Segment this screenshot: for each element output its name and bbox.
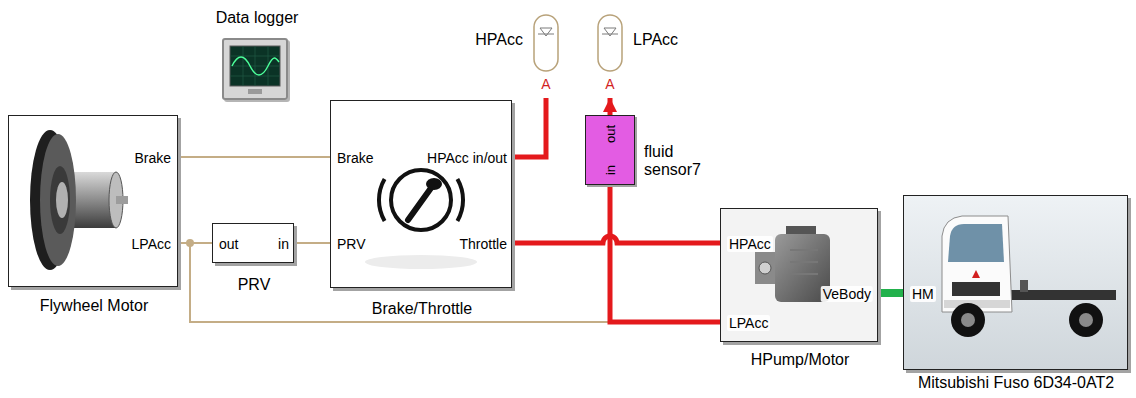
truck-windshield: [948, 224, 1004, 262]
port-label: A: [605, 76, 614, 92]
icon-shadow: [365, 255, 477, 269]
physical-connector: [878, 289, 903, 297]
hydraulic-line: [512, 236, 720, 243]
flywheel-block: BrakeLPAccFlywheel Motor: [8, 115, 178, 287]
truck-hub: [1079, 313, 1093, 327]
truck-grill: [952, 282, 1000, 296]
hydraulic-line: [512, 98, 546, 157]
truck-chassis: [1000, 290, 1116, 300]
pump-shaft: [759, 262, 771, 274]
port-label: HPAcc in/out: [427, 150, 507, 166]
truck-cab: [942, 216, 1012, 312]
flywheel-web: [50, 166, 70, 234]
port-label: out: [219, 236, 238, 252]
truck-wheel: [951, 303, 985, 337]
motor-shaft: [116, 196, 128, 204]
mechanical-line: [178, 243, 720, 322]
brake-lever: [408, 188, 431, 220]
accumulator-outline: [534, 15, 558, 71]
port-label: LPAcc: [727, 315, 770, 331]
port-label: PRV: [337, 236, 366, 252]
mechanical-line: [294, 242, 330, 244]
truck-ground: [904, 196, 1127, 369]
scope-frame: [224, 40, 286, 98]
block-name: Brake/Throttle: [372, 300, 472, 318]
fluid-level-mark: [602, 28, 618, 36]
truck-wheel: [1069, 303, 1103, 337]
port-label: Throttle: [460, 236, 507, 252]
flywheel-face: [40, 134, 76, 266]
block-name: Mitsubishi Fuso 6D34-0AT2: [918, 374, 1114, 392]
truck-logo: [972, 270, 980, 278]
pump-flange: [755, 252, 775, 284]
port-label: Brake: [337, 150, 374, 166]
port-label: VeBody: [821, 286, 873, 302]
fluid-level-mark: [538, 28, 554, 36]
port-label: LPAcc: [130, 236, 173, 252]
accumulator-shape: [533, 14, 559, 74]
port-label: in: [604, 165, 619, 175]
scope-base: [248, 89, 262, 94]
truck-hub: [961, 313, 975, 327]
pump-ribs: [790, 250, 818, 274]
port-label: A: [541, 76, 550, 92]
pump-block: HPAccLPAccVeBodyHPump/Motor: [720, 208, 878, 342]
truck-tank: [1020, 280, 1028, 292]
accumulator: LPAccA: [597, 14, 623, 98]
brake-hand: [426, 178, 442, 190]
block-name: HPump/Motor: [751, 351, 850, 369]
accumulator-shape: [597, 14, 623, 74]
hydraulic-line: [610, 185, 720, 322]
scope-screen: [230, 46, 280, 86]
control-block: BrakeHPAcc in/outPRVThrottleBrake/Thrott…: [330, 100, 512, 288]
pump-ground: [721, 209, 877, 341]
block-name: LPAcc: [633, 31, 678, 49]
port-label: HM: [910, 286, 936, 302]
scope-grid: [230, 46, 280, 86]
port-label: in: [278, 236, 289, 252]
block-name: fluid sensor7: [644, 143, 701, 180]
mechanical-line: [178, 156, 330, 158]
block-name: HPAcc: [475, 31, 523, 49]
hydraulic-line: [608, 98, 613, 115]
block-name: Flywheel Motor: [40, 297, 148, 315]
accumulator-outline: [598, 15, 622, 71]
block-name: PRV: [238, 276, 271, 294]
brake-icon-ring: [391, 170, 451, 230]
valve-block: outinPRV: [212, 223, 294, 263]
port-label: Brake: [132, 150, 173, 166]
port-label: HPAcc: [727, 236, 773, 252]
sensor-block: outinfluid sensor7: [585, 115, 635, 185]
port-label: out: [604, 125, 619, 143]
scope-trace: [232, 57, 279, 75]
block-name: Data logger: [216, 9, 299, 27]
flywheel-hub: [56, 182, 68, 218]
brake-icon-arc: [457, 179, 463, 221]
vehicle-block: HMMitsubishi Fuso 6D34-0AT2: [903, 195, 1128, 370]
scope-block: Data logger: [222, 38, 288, 100]
brake-icon-arc: [379, 179, 385, 221]
accumulator: HPAccA: [533, 14, 559, 98]
